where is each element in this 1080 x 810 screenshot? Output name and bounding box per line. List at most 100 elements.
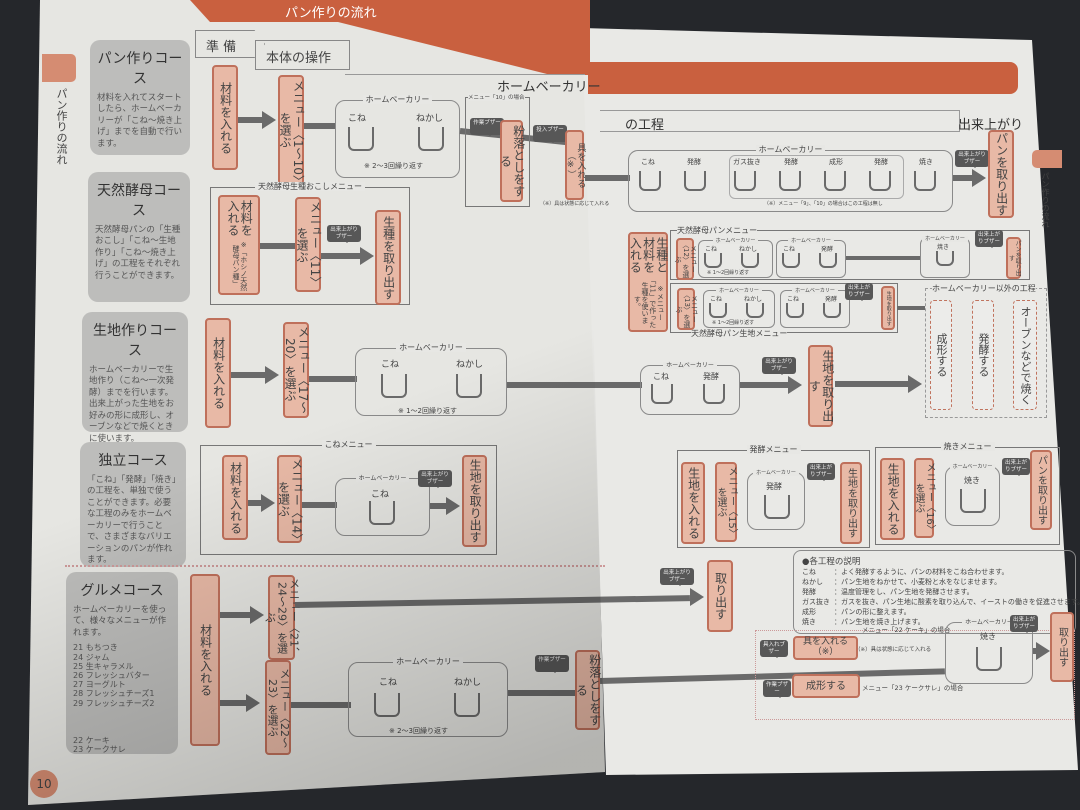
text: ガス抜き bbox=[802, 598, 830, 606]
hb-frame: ホームベーカリーこねねかし※ 1〜2回繰り返す bbox=[698, 238, 773, 278]
frame-label: 焼きメニュー bbox=[940, 442, 995, 451]
step-label: 発酵 bbox=[825, 296, 838, 303]
buzzer-work-icon: 作業ブザー bbox=[470, 118, 504, 136]
frame-label: ホームベーカリー bbox=[716, 288, 762, 294]
step-take-bread: パンを取り出す bbox=[1006, 237, 1021, 279]
step-put-dough: 生地を入れる bbox=[681, 462, 705, 544]
repeat-note: ※ 1〜2回繰り返す bbox=[712, 320, 755, 326]
text: ：よく発酵するように、パンの材料をこね合わせます。 bbox=[834, 568, 1009, 576]
flow-line bbox=[248, 500, 263, 506]
list-item: 23 ケークサレ bbox=[73, 744, 126, 754]
buzzer-add-icon: 具入れブザー bbox=[760, 640, 788, 658]
buzzer-done-icon: 出来上がりブザー bbox=[418, 470, 452, 488]
frame-label: ホームベーカリー bbox=[788, 238, 834, 244]
buzzer-done-icon: 出来上がりブザー bbox=[845, 283, 873, 301]
header-line bbox=[345, 74, 585, 75]
frame-label: ホームベーカリー bbox=[922, 236, 968, 242]
buzzer-done-icon: 出来上がりブザー bbox=[1010, 615, 1038, 633]
course-gourmet: グルメコースホームベーカリーを使って、様々なメニューが作れます。 21 もちつき… bbox=[66, 572, 178, 754]
step-put-ingredients: 材料を入れる※「ホシノ天然酵母パン種」 bbox=[218, 195, 260, 295]
flow-line bbox=[309, 376, 357, 382]
list-item: 22 ケーキ bbox=[73, 735, 110, 745]
step-label: こね bbox=[705, 246, 718, 253]
text: ：温度管理をし、パン生地を発酵させます。 bbox=[834, 588, 974, 596]
step-select-menu: メニュー〈15〉を選ぶ bbox=[715, 462, 737, 542]
pot-icon bbox=[782, 253, 800, 268]
step-label: こね bbox=[710, 296, 723, 303]
frame-label: メニュー「10」の場合 bbox=[468, 93, 525, 101]
frame-label: ホームベーカリー bbox=[712, 238, 759, 244]
pot-icon bbox=[779, 171, 801, 191]
hb-frame: ホームベーカリーこね発酵 bbox=[776, 238, 846, 278]
step-label: 焼き bbox=[980, 632, 996, 641]
pot-icon bbox=[374, 693, 400, 717]
pot-icon bbox=[819, 253, 837, 268]
list-item: 29 フレッシュチーズ2 bbox=[73, 698, 155, 708]
step-label: ねかし bbox=[739, 246, 758, 253]
process-bar bbox=[600, 110, 960, 132]
list-item: 28 フレッシュチーズ1 bbox=[73, 689, 155, 699]
course-dough: 生地作りコースホームベーカリーで生地作り（こね〜一次発酵）までを行います。出来上… bbox=[82, 312, 188, 444]
side-tab bbox=[42, 54, 76, 82]
step-label: ねかし bbox=[456, 360, 484, 370]
right-banner bbox=[588, 62, 1018, 94]
repeat-note: ※ 2〜3回繰り返す bbox=[364, 162, 423, 170]
flow-line bbox=[220, 612, 250, 618]
step-label: 焼き bbox=[919, 158, 933, 166]
explain-title: ●各工程の説明 bbox=[802, 557, 861, 567]
step-take-dough: 生地を取り出す bbox=[840, 462, 862, 544]
step-label: ねかし bbox=[416, 114, 444, 124]
course-independent: 独立コース「こね」「発酵」「焼き」の工程を、単独で使うことができます。必要な工程… bbox=[80, 442, 186, 567]
arrow-icon bbox=[446, 497, 460, 515]
step-note: ※「ホシノ天然酵母パン種」 bbox=[232, 241, 248, 292]
hb-frame: ホームベーカリー こね ねかし ※ 2〜3回繰り返す bbox=[335, 95, 460, 178]
pot-icon bbox=[764, 495, 790, 519]
course-title: 独立コース bbox=[98, 453, 168, 469]
course-desc: ホームベーカリーで生地作り（こね〜一次発酵）までを行います。出来上がった生地をお… bbox=[89, 365, 175, 444]
step-label: 発酵 bbox=[784, 158, 798, 166]
frame-label: 天然酵母パン生地メニュー bbox=[691, 328, 788, 339]
step-ferment: 発酵する bbox=[972, 300, 994, 410]
step-label: 発酵 bbox=[874, 158, 888, 166]
step-label: 発酵 bbox=[821, 246, 834, 253]
step-put-ingredients: 材料を入れる bbox=[222, 455, 248, 540]
step-select-menu: メニュー〈1〜10〉を選ぶ bbox=[278, 75, 305, 185]
step-flour: 粉落としをする bbox=[575, 650, 602, 730]
flow-line bbox=[430, 503, 448, 509]
explain-terms: こねねかし発酵ガス抜き成形焼き bbox=[802, 567, 830, 627]
text: 成形 bbox=[802, 608, 816, 616]
title-banner: パン作りの流れ bbox=[190, 0, 590, 22]
pot-icon bbox=[381, 374, 407, 398]
list-item: 21 もちつき bbox=[73, 643, 118, 653]
frame-label: こねメニュー bbox=[321, 440, 376, 449]
pot-icon bbox=[823, 303, 841, 318]
step-label: 発酵 bbox=[766, 482, 782, 491]
pot-icon bbox=[703, 384, 725, 404]
arrow-icon bbox=[908, 375, 922, 393]
step-label: こね bbox=[371, 490, 390, 500]
buzzer-done-icon: 出来上がりブザー bbox=[660, 568, 694, 586]
course-natural-yeast: 天然酵母コース天然酵母パンの「生種おこし」「こね〜生地作り」「こね〜焼き上げ」の… bbox=[88, 172, 190, 302]
text: 発酵 bbox=[802, 588, 816, 596]
pot-icon bbox=[824, 171, 846, 191]
frame-label: ホームベーカリー bbox=[355, 475, 410, 482]
optional-steps-frame bbox=[729, 155, 904, 199]
course-title: 天然酵母コース bbox=[97, 183, 181, 219]
pot-icon bbox=[709, 303, 727, 318]
page-number: 10 bbox=[30, 770, 58, 798]
frame-label: ホームベーカリー bbox=[949, 464, 996, 470]
done-header: 出来上がり bbox=[958, 118, 1024, 133]
step-label: 成形 bbox=[829, 158, 843, 166]
flow-line bbox=[238, 117, 263, 123]
buzzer-work-icon: 作業ブザー bbox=[763, 680, 791, 698]
step-label: こね bbox=[641, 158, 655, 166]
step-prep: 準 備 bbox=[195, 30, 265, 58]
flow-line bbox=[321, 253, 361, 259]
pot-icon bbox=[348, 127, 374, 151]
arrow-icon bbox=[265, 366, 279, 384]
step-shape: 成形する bbox=[792, 674, 860, 698]
buzzer-done-icon: 出来上がりブザー bbox=[807, 463, 835, 481]
pot-icon bbox=[639, 171, 661, 191]
